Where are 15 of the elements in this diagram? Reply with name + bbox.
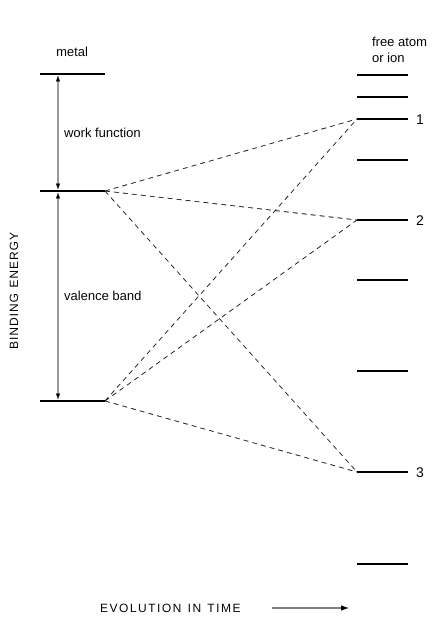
double-arrow [56, 192, 60, 400]
text-label: metal [55, 44, 89, 60]
dashed-line [104, 118, 358, 192]
double-arrow [56, 76, 60, 190]
level-number: 3 [416, 464, 424, 480]
level-number: 2 [416, 212, 424, 228]
text-label: free atom or ion [372, 34, 428, 66]
text-label: EVOLUTION IN TIME [100, 600, 242, 616]
axis-label: BINDING ENERGY [6, 230, 22, 352]
level-number: 1 [416, 111, 424, 127]
dashed-line [104, 400, 358, 472]
dashed-line [104, 220, 358, 402]
dashed-line [104, 190, 358, 220]
edge-label: work function [64, 124, 141, 140]
dashed-line [104, 190, 358, 472]
